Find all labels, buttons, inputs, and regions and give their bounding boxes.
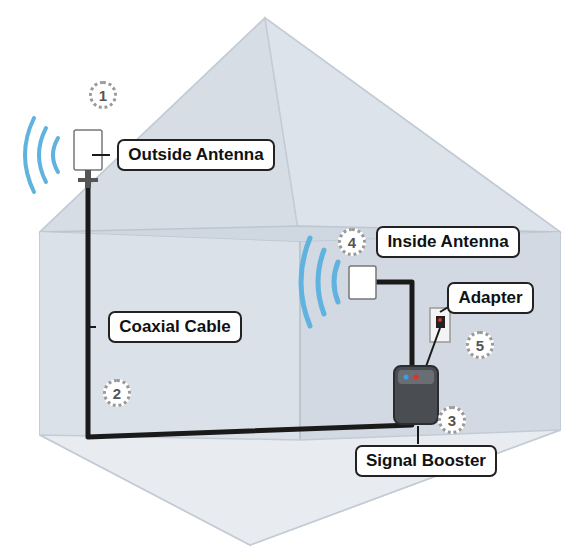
- label-box: Adapter: [447, 282, 534, 314]
- callout-text: 2: [113, 385, 121, 402]
- label-text: Signal Booster: [366, 451, 486, 471]
- coaxial-cable: [88, 188, 412, 437]
- callout-number: 5: [466, 331, 494, 359]
- callout-text: 1: [99, 87, 107, 104]
- callout-number: 1: [89, 81, 117, 109]
- callout-number: 4: [338, 228, 366, 256]
- callout-number: 2: [103, 379, 131, 407]
- leader-lines: [90, 155, 450, 444]
- inside-cable: [376, 282, 412, 368]
- label-box: Inside Antenna: [376, 226, 520, 258]
- label-box: Coaxial Cable: [108, 311, 242, 343]
- power-adapter: [436, 316, 445, 328]
- antenna-bracket: [78, 178, 98, 182]
- outside-antenna: [74, 130, 102, 170]
- callout-text: 4: [348, 234, 356, 251]
- wall-outlet: [430, 308, 450, 342]
- house-body: [40, 18, 560, 545]
- booster-top: [398, 370, 434, 384]
- label-text: Inside Antenna: [387, 232, 508, 252]
- callout-text: 5: [476, 337, 484, 354]
- label-box: Outside Antenna: [117, 139, 275, 171]
- booster-led: [404, 375, 409, 380]
- label-box: Signal Booster: [355, 445, 497, 477]
- outside-signal-waves: [25, 118, 58, 192]
- label-text: Outside Antenna: [128, 145, 263, 165]
- side-wall: [300, 232, 560, 440]
- roof-side: [265, 18, 560, 242]
- floor: [40, 430, 560, 545]
- label-text: Coaxial Cable: [119, 317, 231, 337]
- inside-antenna: [349, 266, 376, 299]
- callout-text: 3: [448, 412, 456, 429]
- back-wall: [40, 232, 300, 440]
- roof-gable: [40, 18, 300, 242]
- booster-led: [414, 375, 419, 380]
- inside-signal-waves: [301, 238, 338, 326]
- adapter-light: [438, 318, 442, 322]
- label-text: Adapter: [458, 288, 522, 308]
- callout-number: 3: [438, 406, 466, 434]
- signal-booster: [394, 366, 438, 424]
